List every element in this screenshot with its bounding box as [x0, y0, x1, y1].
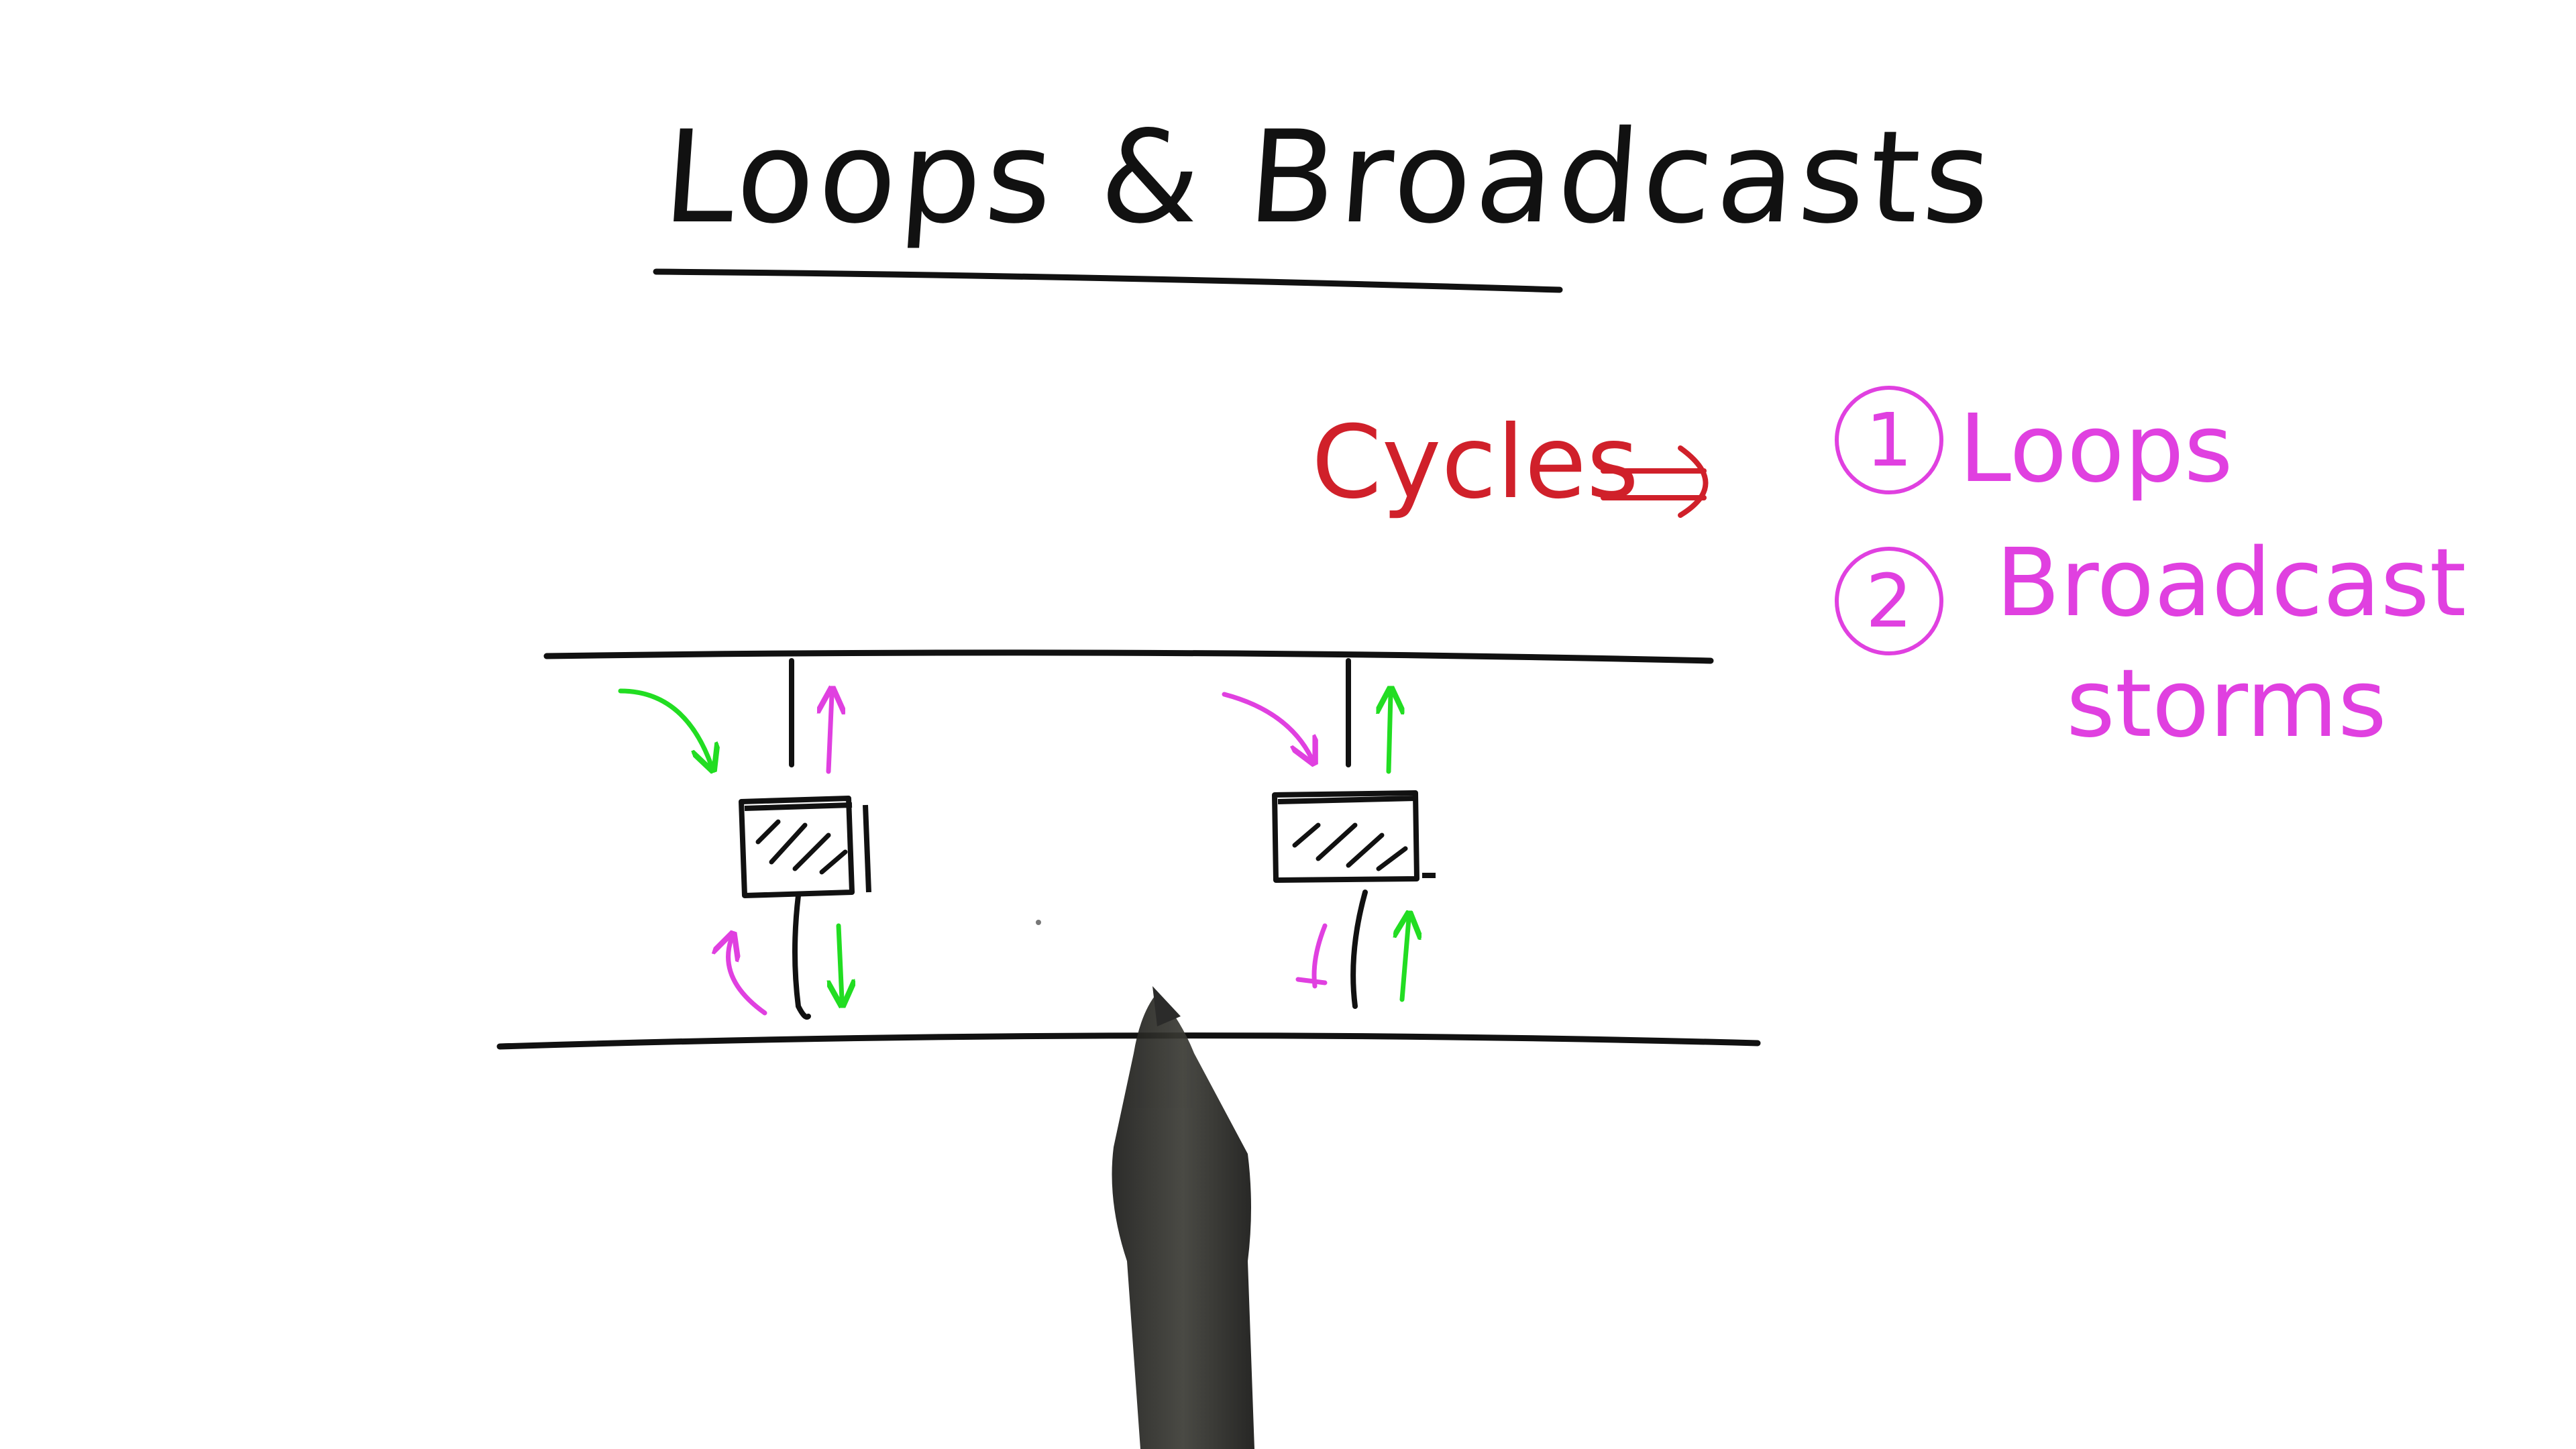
implies-arrow-icon [1601, 445, 1709, 518]
title-underline [653, 268, 1563, 293]
list-number-2: 2 [1835, 547, 1943, 655]
top-lan-line [543, 649, 1714, 664]
list-item-storms: storms [2066, 649, 2387, 759]
switch-icon-right [1222, 658, 1436, 1009]
marker-pen-icon [1112, 986, 1254, 1449]
list-item-broadcast: Broadcast [1996, 529, 2467, 638]
cycles-label: Cycles [1311, 405, 1640, 521]
list-number-1: 1 [1835, 386, 1943, 494]
stray-dot [1036, 920, 1041, 925]
list-item-loops: Loops [1959, 394, 2233, 504]
switch-icon-left [618, 658, 871, 1020]
bottom-lan-line [496, 1032, 1761, 1050]
